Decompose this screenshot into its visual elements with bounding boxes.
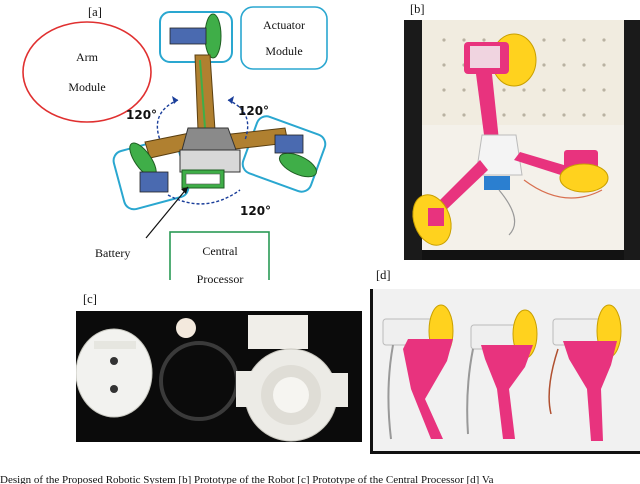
central-processor-label-line1: Central bbox=[202, 244, 238, 258]
battery-label: Battery bbox=[95, 246, 131, 260]
central-processor-label-line2: Processor bbox=[196, 272, 244, 286]
actuator-module-box bbox=[240, 6, 328, 70]
angle-label-bottom: 120° bbox=[240, 204, 272, 218]
panel-label-a: [a] bbox=[88, 5, 102, 19]
central-processor-box bbox=[169, 231, 270, 280]
arm-module-label-line2: Module bbox=[68, 80, 106, 94]
arm-variants-photo bbox=[370, 289, 640, 454]
arm-module-label-line1: Arm bbox=[76, 50, 98, 64]
angle-arc-bottom bbox=[167, 189, 241, 205]
top-arm bbox=[159, 11, 233, 131]
panel-label-b: [b] bbox=[410, 2, 425, 16]
arm-module-ellipse bbox=[22, 21, 152, 123]
battery-arrow bbox=[145, 186, 189, 239]
actuator-module-label-line2: Module bbox=[265, 44, 303, 58]
angle-label-left: 120° bbox=[126, 108, 158, 122]
panel-label-d: [d] bbox=[376, 268, 391, 282]
angle-arc-left bbox=[156, 99, 179, 141]
cad-diagram bbox=[22, 6, 328, 280]
central-hub bbox=[179, 127, 241, 189]
actuator-module-label-line1: Actuator bbox=[263, 18, 305, 32]
central-processor-photo bbox=[76, 311, 362, 442]
right-arm bbox=[221, 115, 327, 193]
figure-caption: Design of the Proposed Robotic System [b… bbox=[0, 474, 494, 484]
panel-label-c: [c] bbox=[83, 292, 97, 306]
angle-label-right: 120° bbox=[238, 104, 270, 118]
robot-prototype-photo bbox=[404, 20, 640, 260]
